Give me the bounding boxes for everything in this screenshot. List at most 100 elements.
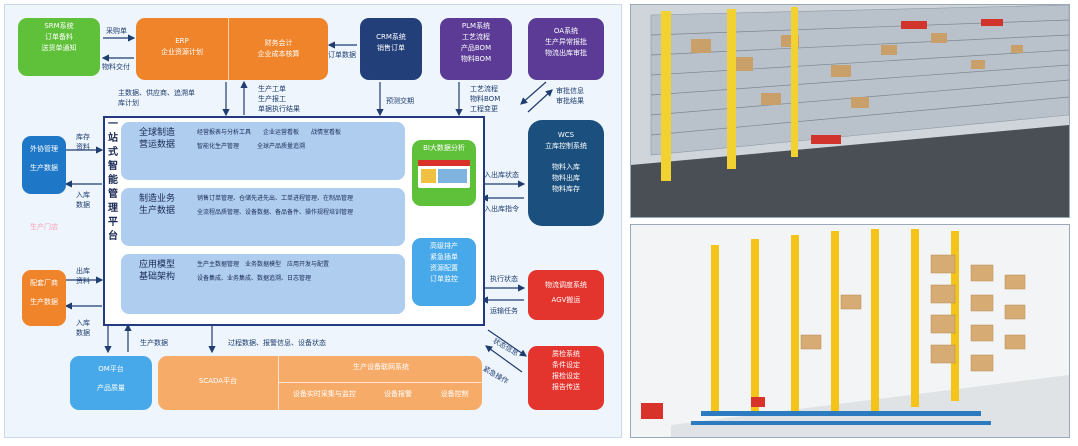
label-zhuju-line: 主数据、供应商、追溯单 — [118, 89, 195, 97]
bi-bigdata-box: BI大数据分析 — [412, 140, 476, 206]
label-ruku-left: 入库 数据 — [76, 190, 90, 210]
srm-line: 订单备料 — [45, 33, 73, 41]
plm-title: PLM系统 — [461, 22, 491, 30]
layer-infrastructure-items: 生产主数据管理 业务数据模型 应用开发与配置 设备集成、业务集成、数据追溯、日志… — [197, 258, 401, 286]
erp-right-line: 企业成本核算 — [257, 50, 300, 58]
agv-box: 物流调度系统 AGV搬运 — [528, 270, 604, 320]
label-ruku-left2-line: 数据 — [76, 329, 90, 337]
core-title-char: 智 — [108, 161, 118, 172]
aps-line: 订单监控 — [430, 275, 458, 283]
crm-line: 销售订单 — [377, 44, 405, 52]
layer-item: 经营报表与分析工具 企业运营看板 战情室看板 — [197, 129, 342, 136]
srm-system-box: SRM系统 订单备料 送货单通知 — [18, 18, 100, 76]
layer-name-line: 生产数据 — [138, 206, 175, 216]
bi-title: BI大数据分析 — [423, 144, 465, 152]
erp-title: ERP — [175, 37, 189, 45]
peitao-box: 配套厂商 生产数据 — [22, 270, 66, 326]
label-ruku-left-line: 数据 — [76, 201, 90, 209]
label-ruchuku-cmd: 入出库指令 — [484, 205, 519, 213]
label-shengchan-line: 单据执行结果 — [258, 105, 300, 113]
layer-manufacturing: 制造业务 生产数据 销售订单管理、仓储先进先出、工单进程管理、在制品管理 全流程… — [121, 188, 405, 246]
label-zhuju: 主数据、供应商、追溯单 库计划 — [118, 88, 195, 108]
qms-title: 质检系统 — [552, 350, 580, 358]
scada-title: SCADA平台 — [198, 377, 238, 385]
srm-line: 送货单通知 — [41, 44, 77, 52]
label-order-data: 订单数据 — [328, 51, 356, 59]
layer-name-line: 应用模型 — [138, 260, 175, 270]
layer-infrastructure: 应用模型 基础架构 生产主数据管理 业务数据模型 应用开发与配置 设备集成、业务… — [121, 254, 405, 314]
core-title-char: 管 — [108, 189, 118, 200]
om-platform-box: OM平台 产品质量 — [70, 356, 152, 410]
aps-line: 资源配置 — [430, 264, 458, 272]
layer-global-ops: 全球制造 营运数据 经营报表与分析工具 企业运营看板 战情室看板 智能化生产管理… — [121, 122, 405, 180]
core-title-char: 式 — [108, 147, 118, 158]
layer-item: 全流程品质管理、设备数据、备品备件、操作规程培训管理 — [197, 209, 354, 216]
crm-title: CRM系统 — [376, 33, 406, 41]
peitao-title: 配套厂商 — [30, 279, 58, 287]
oa-line: 物流出库审批 — [545, 49, 587, 57]
warehouse-photo-top — [630, 4, 1070, 218]
wcs-line: 物料库存 — [552, 185, 580, 193]
qms-line: 条件设定 — [552, 361, 580, 369]
waixie-box: 外协管理 生产数据 — [22, 136, 66, 194]
core-title-char: 站 — [108, 133, 118, 144]
core-title-char: 平 — [108, 217, 118, 228]
aps-title: 高级排产 — [430, 242, 458, 250]
label-chuku-left-line: 出库 — [76, 267, 90, 275]
oa-line: 生产异常报批 — [545, 38, 587, 46]
label-shengchan-line: 生产工单 — [258, 85, 286, 93]
label-shengchan-line: 生产报工 — [258, 95, 286, 103]
warehouse-rack-illustration — [631, 5, 1069, 217]
wcs-title: WCS — [557, 131, 575, 139]
core-title-char: 理 — [108, 203, 118, 214]
aps-box: 高级排产 紧急插单 资源配置 订单监控 — [412, 238, 476, 306]
scada-item: 设备控制 — [440, 390, 469, 398]
layer-item: 设备集成、业务集成、数据追溯、日志管理 — [197, 275, 312, 282]
layer-manufacturing-name: 制造业务 生产数据 — [125, 193, 189, 217]
label-gongyi-line: 物料BOM — [470, 95, 501, 103]
wcs-box: WCS 立库控制系统 物料入库 物料出库 物料库存 — [528, 120, 604, 226]
layer-global-ops-items: 经营报表与分析工具 企业运营看板 战情室看板 智能化生产管理 全球产品质量追溯 — [197, 126, 401, 154]
label-gongyi: 工艺流程 物料BOM 工程变更 — [470, 84, 500, 114]
bi-dashboard-thumb — [418, 160, 470, 188]
label-guocheng: 过程数据、报警信息、设备状态 — [228, 339, 326, 347]
erp-right-line: 财务会计 — [264, 39, 293, 47]
label-chuku-left-line: 资料 — [76, 277, 90, 285]
waichang-tag: 生产门店 — [30, 223, 58, 231]
plm-line: 物料BOM — [460, 55, 492, 63]
label-kucun-left-line: 库存 — [76, 133, 90, 141]
scada-box: SCADA平台 生产设备联网系统 设备实时采集与监控 设备报警 设备控制 — [158, 356, 482, 410]
qms-line: 报检设定 — [552, 372, 580, 380]
qms-line: 报告传送 — [552, 383, 580, 391]
agv-title: 物流调度系统 — [545, 281, 587, 289]
label-kucun-left: 库存 资料 — [76, 132, 90, 152]
qms-box: 质检系统 条件设定 报检设定 报告传送 — [528, 346, 604, 410]
core-title-char: 能 — [108, 175, 118, 186]
stacker-crane-illustration — [631, 225, 1069, 437]
om-line: 产品质量 — [97, 384, 125, 392]
label-shenpi-line: 审批结果 — [556, 97, 584, 105]
label-caigou: 采购单 — [106, 27, 127, 35]
warehouse-photo-bottom — [630, 224, 1070, 438]
plm-system-box: PLM系统 工艺流程 产品BOM 物料BOM — [440, 18, 512, 80]
wcs-line: 物料入库 — [552, 163, 580, 171]
oa-system-box: OA系统 生产异常报批 物流出库审批 — [528, 18, 604, 80]
plm-line: 工艺流程 — [462, 33, 490, 41]
waixie-title: 外协管理 — [30, 145, 58, 153]
layer-name-line: 全球制造 — [138, 128, 175, 138]
scada-item: 设备实时采集与监控 — [292, 390, 356, 398]
label-gongyi-line: 工艺流程 — [470, 85, 498, 93]
label-transport: 运输任务 — [490, 307, 518, 315]
core-title: 一 站 式 智 能 管 理 平 台 — [103, 118, 123, 244]
srm-title: SRM系统 — [44, 22, 74, 30]
waixie-line: 生产数据 — [30, 164, 58, 172]
layer-global-ops-name: 全球制造 营运数据 — [125, 127, 189, 151]
layer-name-line: 营运数据 — [138, 140, 175, 150]
plm-line: 产品BOM — [460, 44, 492, 52]
label-shenpi: 审批信息 审批结果 — [556, 86, 584, 106]
label-shenpi-line: 审批信息 — [556, 87, 584, 95]
peitao-line: 生产数据 — [30, 298, 58, 306]
layer-infrastructure-name: 应用模型 基础架构 — [125, 259, 189, 283]
layer-item: 销售订单管理、仓储先进先出、工单进程管理、在制品管理 — [197, 195, 354, 202]
wcs-line: 物料出库 — [552, 174, 580, 182]
